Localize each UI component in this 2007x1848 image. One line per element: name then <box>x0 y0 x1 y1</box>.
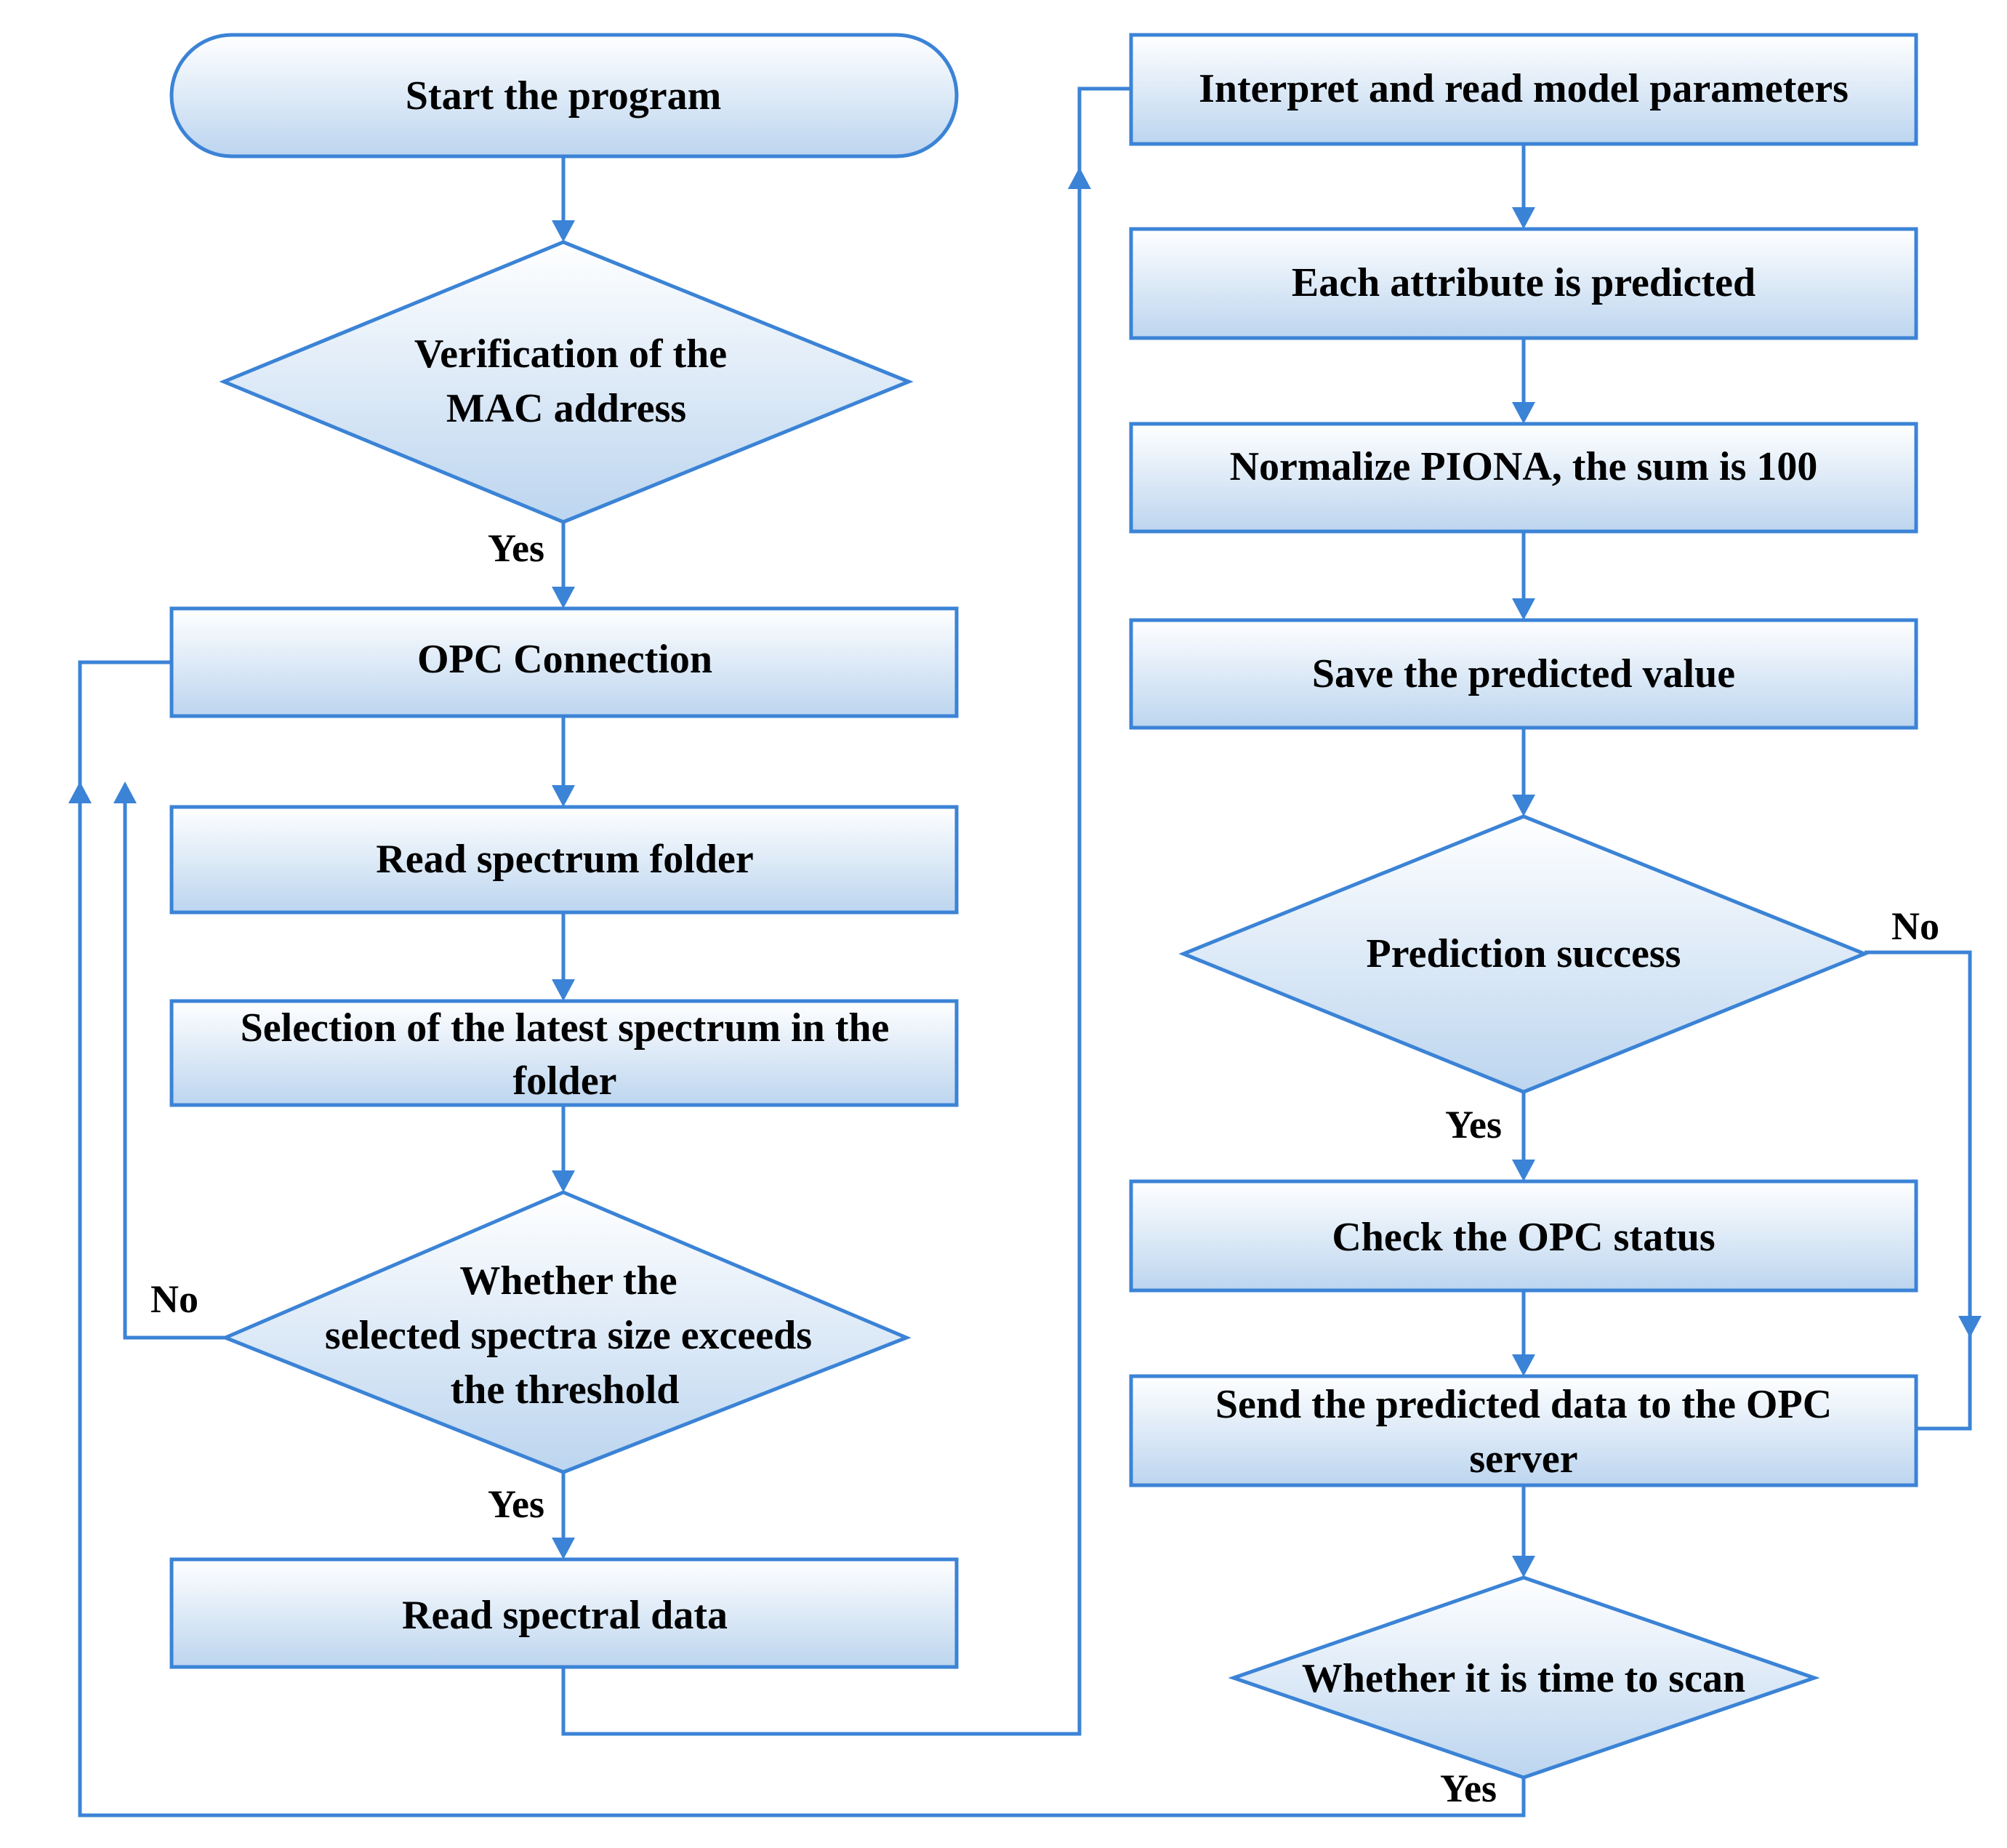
select-latest-label-line1: Selection of the latest spectrum in the <box>241 1005 890 1050</box>
opc-connection-box <box>169 606 959 718</box>
flowchart-shapes <box>169 33 1918 1780</box>
read-folder-label: Read spectrum folder <box>376 837 753 882</box>
time-to-scan-decision <box>1228 1575 1820 1780</box>
edge-label-success-no: No <box>1891 904 1939 948</box>
edge-success-no <box>1865 950 1972 1327</box>
time-to-scan-label: Whether it is time to scan <box>1302 1656 1745 1701</box>
verify-mac-label-line2: MAC address <box>446 386 686 431</box>
edge-labels: Yes No Yes No Yes Yes <box>150 526 1939 1810</box>
prediction-success-decision <box>1178 814 1870 1094</box>
arrowhead <box>1068 167 1091 189</box>
arrowhead <box>1958 1316 1982 1338</box>
prediction-success-label: Prediction success <box>1367 931 1681 976</box>
size-check-label-line2: selected spectra size exceeds <box>325 1313 812 1358</box>
edge-label-size-yes: Yes <box>488 1482 544 1526</box>
arrowhead <box>113 782 137 803</box>
connector-lines <box>78 87 1972 1817</box>
edge-no-to-send <box>1916 1327 1972 1431</box>
arrowhead <box>1512 598 1535 620</box>
select-latest-box <box>169 999 959 1107</box>
send-data-label-line1: Send the predicted data to the OPC <box>1215 1382 1832 1427</box>
send-data-label-line2: server <box>1469 1437 1577 1482</box>
predict-attr-box <box>1129 227 1918 340</box>
interpret-params-box <box>1129 33 1918 146</box>
arrowhead <box>1512 402 1535 424</box>
size-check-label-line3: the threshold <box>451 1367 680 1413</box>
size-check-label-line1: Whether the <box>459 1258 677 1303</box>
edge-size-no-to-opc <box>123 792 225 1340</box>
arrowhead <box>1512 795 1535 816</box>
predict-attr-label: Each attribute is predicted <box>1292 260 1755 305</box>
edge-label-scan-yes: Yes <box>1440 1767 1497 1810</box>
read-folder-box <box>169 805 959 915</box>
save-value-label: Save the predicted value <box>1312 651 1735 696</box>
arrowhead <box>1512 1354 1535 1376</box>
arrowheads <box>68 167 1982 1578</box>
save-value-box <box>1129 618 1918 730</box>
start-terminator <box>169 33 959 158</box>
normalize-box <box>1129 422 1918 534</box>
arrowhead <box>1512 207 1535 229</box>
check-opc-label: Check the OPC status <box>1332 1215 1715 1260</box>
send-data-box <box>1129 1374 1918 1487</box>
arrowhead <box>1512 1556 1535 1578</box>
interpret-params-label: Interpret and read model parameters <box>1199 66 1849 111</box>
arrowhead <box>552 1170 575 1192</box>
opc-connection-label: OPC Connection <box>417 637 712 682</box>
arrowhead <box>552 220 575 242</box>
arrowhead <box>552 979 575 1001</box>
read-spectral-box <box>169 1557 959 1669</box>
edge-scan-yes-to-opc <box>78 792 1526 1817</box>
edge-label-success-yes: Yes <box>1445 1103 1502 1146</box>
node-labels: Start the program Verification of the MA… <box>241 66 1849 1701</box>
edge-interpret-link <box>1077 87 1131 178</box>
start-label: Start the program <box>406 73 721 118</box>
arrowhead <box>1512 1160 1535 1181</box>
normalize-label: Normalize PIONA, the sum is 100 <box>1230 444 1818 489</box>
edge-read-to-interpret <box>561 178 1082 1736</box>
verify-mac-label-line1: Verification of the <box>414 332 727 377</box>
arrowhead <box>552 1538 575 1559</box>
arrowhead <box>68 782 92 803</box>
arrowhead <box>552 587 575 608</box>
check-opc-box <box>1129 1179 1918 1293</box>
edge-label-size-no: No <box>150 1277 198 1321</box>
arrowhead <box>552 785 575 807</box>
size-check-decision <box>220 1190 912 1474</box>
select-latest-label-line2: folder <box>512 1058 616 1104</box>
read-spectral-label: Read spectral data <box>402 1593 728 1638</box>
verify-mac-decision <box>219 240 914 524</box>
edge-opc-branch <box>78 660 172 792</box>
edge-label-verify-yes: Yes <box>488 526 544 570</box>
